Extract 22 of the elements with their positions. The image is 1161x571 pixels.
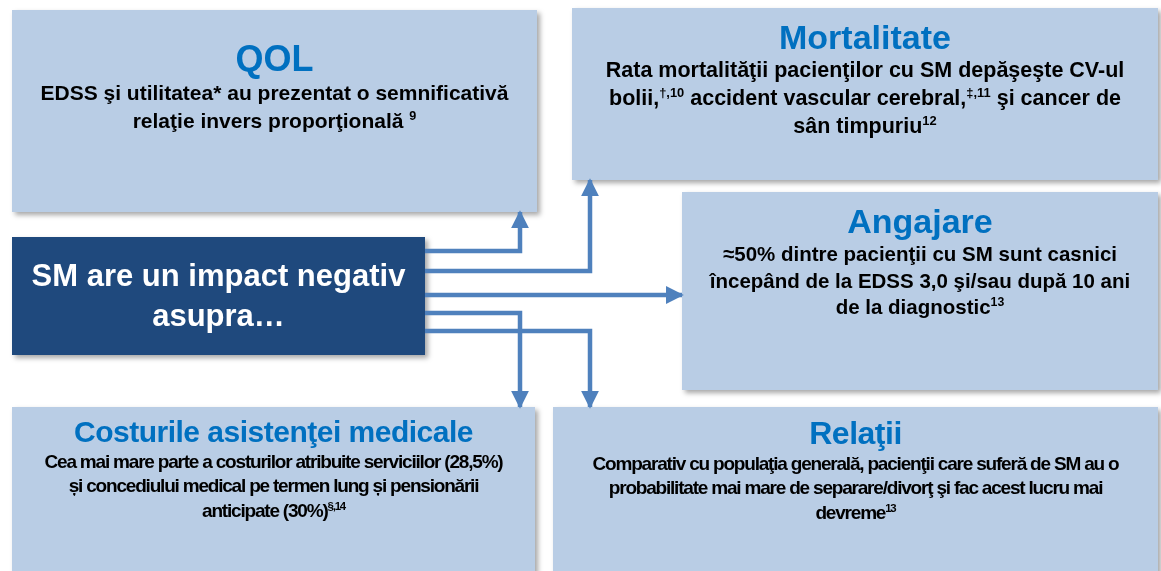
topic-description: ≈50% dintre pacienţii cu SM sunt casnici începând de la EDSS 3,0 şi/sau după 10 ani de la diagnostic$^{13}$ bbox=[708, 241, 1132, 321]
topic-box bbox=[682, 192, 1158, 390]
main-box bbox=[12, 237, 425, 355]
arrow bbox=[425, 178, 599, 274]
topic-title: Relaţii bbox=[809, 415, 902, 452]
arrow bbox=[425, 286, 684, 304]
topic-box bbox=[12, 10, 537, 212]
topic-title: Costurile asistenţei medicale bbox=[74, 415, 473, 450]
arrow bbox=[425, 328, 599, 409]
topic-description: EDSS şi utilitatea* au prezentat o semnificativă relaţie invers proporţională $^{9}$ bbox=[39, 80, 510, 134]
topic-box bbox=[572, 8, 1158, 180]
topic-title: Mortalitate bbox=[779, 18, 951, 58]
topic-box bbox=[12, 407, 535, 571]
arrow bbox=[425, 210, 529, 254]
topic-description: Rata mortalităţii pacienţilor cu SM depăşeşte CV-ul bolii,$^{†,10}$ accident vascular cerebral,$^{‡,11}$ şi cancer de sân timpuriu$^{12}$ bbox=[604, 57, 1126, 140]
topic-title: Angajare bbox=[847, 202, 993, 242]
topic-box bbox=[553, 407, 1158, 571]
topic-title: QOL bbox=[235, 38, 314, 80]
topic-description: Comparativ cu populaţia generală, pacienţii care suferă de SM au o probabilitate mai mare de separare/divorţ şi fac acest lucru mai devreme$^{13}$ bbox=[591, 451, 1120, 526]
arrow bbox=[425, 310, 529, 409]
main-text: SM are un impact negativ asupra… bbox=[30, 256, 407, 335]
topic-description: Cea mai mare parte a costurilor atribuite serviciilor (28,5%) și concediului medical pe termen lung și pensionării anticipate (30%)$^{§,14}$ bbox=[43, 449, 504, 523]
